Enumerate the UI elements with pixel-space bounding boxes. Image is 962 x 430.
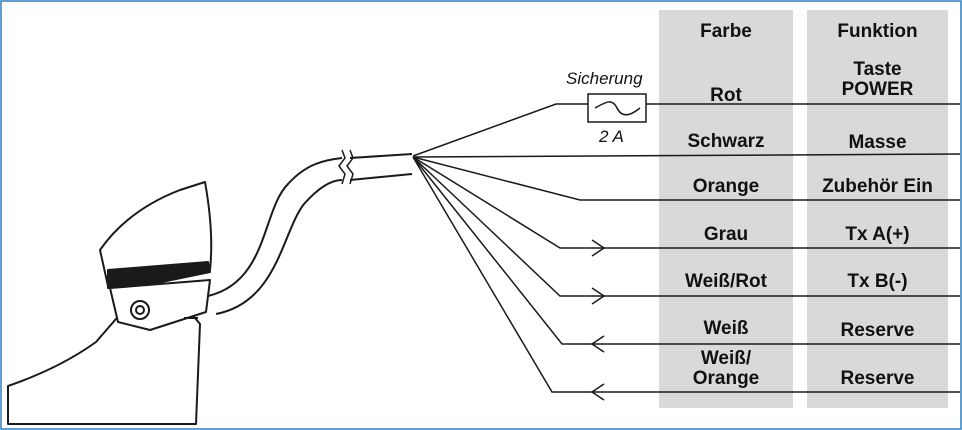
wire-function-label: Taste POWER xyxy=(807,60,948,100)
transducer-head-shade xyxy=(107,261,211,289)
wire-function-label: Reserve xyxy=(840,368,915,389)
arrow-out-grau xyxy=(591,239,606,257)
transducer-drawing xyxy=(7,181,213,425)
cable-lower-edge xyxy=(215,179,343,315)
cable-break-2 xyxy=(346,149,354,185)
header-color: Farbe xyxy=(700,21,752,42)
wire-color-line2: Orange xyxy=(692,368,760,389)
cable-break-1 xyxy=(338,149,346,185)
wire-lines xyxy=(412,93,961,401)
wire-color-label: Weiß xyxy=(703,318,749,339)
arrow-in-weiss xyxy=(590,335,605,353)
header-function: Funktion xyxy=(837,21,918,42)
wire-color-label: Weiß/Rot xyxy=(685,271,767,292)
wire-color-label: Schwarz xyxy=(687,131,765,152)
arrow-out-weiss-rot xyxy=(591,287,606,305)
cable-upper-edge xyxy=(207,157,343,297)
wire-function-label: Masse xyxy=(848,132,907,153)
wire-function-label: Tx B(-) xyxy=(847,271,908,292)
cable-drawing xyxy=(207,149,413,315)
wire-color-line1: Weiß/ xyxy=(700,348,752,369)
wire-weiss-rot xyxy=(412,156,960,297)
wire-function-line1: Taste xyxy=(853,59,902,80)
wire-color-label: Orange xyxy=(692,176,760,197)
wire-color-label: Weiß/ Orange xyxy=(659,349,793,389)
arrow-in-weiss-orange xyxy=(590,383,605,401)
wire-function-line2: POWER xyxy=(841,79,914,100)
wire-function-label: Reserve xyxy=(840,320,915,341)
wire-function-label: Zubehör Ein xyxy=(822,176,933,197)
wire-schwarz xyxy=(412,153,961,158)
wire-weiss xyxy=(412,156,960,345)
fuse-label: Sicherung xyxy=(566,69,643,88)
wire-rot xyxy=(412,103,588,157)
wire-weiss-orange xyxy=(412,156,960,393)
fuse-rating: 2 A xyxy=(599,127,624,146)
wire-function-label: Tx A(+) xyxy=(845,224,910,245)
transducer-head xyxy=(99,181,213,287)
function-column xyxy=(807,10,948,408)
wire-grau xyxy=(412,156,960,249)
wire-orange xyxy=(412,156,960,201)
color-column xyxy=(659,10,793,408)
wire-color-label: Rot xyxy=(710,85,742,106)
wire-color-label: Grau xyxy=(703,224,749,245)
transducer-base xyxy=(7,311,201,425)
fuse-symbol xyxy=(594,101,641,116)
